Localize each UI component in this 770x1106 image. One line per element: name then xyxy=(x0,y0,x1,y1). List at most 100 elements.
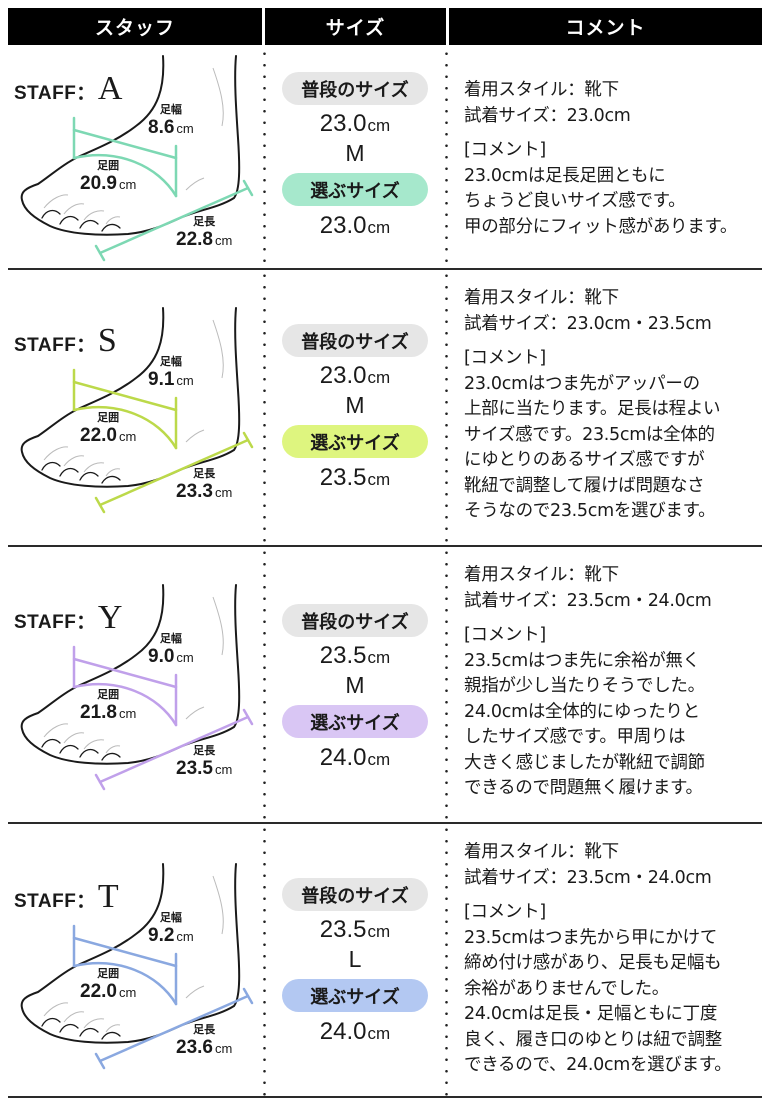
comment-line: 良く、履き口のゆとりは紐で調整 xyxy=(464,1029,722,1050)
foot-width-label: 足幅 xyxy=(159,104,182,116)
foot-girth-label: 足囲 xyxy=(97,968,120,980)
dotted-divider xyxy=(263,48,266,268)
normal-size-value: 23.0cm xyxy=(319,110,391,137)
row-separator xyxy=(8,1096,762,1098)
staff-prefix: STAFF： xyxy=(14,891,96,912)
tried-sizes: 試着サイズ：23.5cm・24.0cm xyxy=(464,590,712,611)
comment-heading: [コメント] xyxy=(464,348,546,368)
foot-width-value: 9.1 xyxy=(148,369,175,390)
wear-style: 着用スタイル：靴下 xyxy=(464,288,619,308)
normal-size-letter: M xyxy=(345,392,365,418)
comment-heading: [コメント] xyxy=(464,902,546,922)
wear-style: 着用スタイル：靴下 xyxy=(464,842,619,862)
normal-size-badge: 普段のサイズ xyxy=(282,72,428,105)
comment-line: 甲の部分にフィット感があります。 xyxy=(464,216,738,237)
row-separator xyxy=(8,822,762,824)
dotted-divider xyxy=(263,270,266,545)
chosen-size-badge: 選ぶサイズ xyxy=(282,425,428,458)
header-size: サイズ xyxy=(265,8,446,45)
staff-letter: T xyxy=(97,878,120,915)
header-staff: スタッフ xyxy=(8,8,262,45)
foot-girth-label: 足囲 xyxy=(97,689,120,701)
table-header: スタッフ サイズ コメント xyxy=(8,8,762,45)
chosen-size-badge: 選ぶサイズ xyxy=(282,979,428,1012)
normal-size-value: 23.0cm xyxy=(319,362,391,389)
foot-length-value: 22.8 xyxy=(176,229,213,250)
chosen-size-value: 24.0cm xyxy=(319,1018,391,1045)
foot-width-label: 足幅 xyxy=(159,633,182,645)
foot-width-value: 9.2 xyxy=(148,925,175,946)
row-separator xyxy=(8,268,762,270)
comment-heading: [コメント] xyxy=(464,140,546,160)
header-comment: コメント xyxy=(449,8,762,45)
comment-line: サイズ感です。23.5cmは全体的 xyxy=(464,424,715,445)
foot-girth-value: 20.9 xyxy=(80,173,117,194)
normal-size-letter: L xyxy=(348,946,362,972)
comment-line: 親指が少し当たりそうでした。 xyxy=(464,676,705,696)
comment-column: 着用スタイル：靴下 試着サイズ：23.5cm・24.0cm [コメント] 23.… xyxy=(464,563,762,838)
comment-line: 23.0cmは足長足囲ともに xyxy=(464,165,666,186)
normal-size-letter: M xyxy=(345,140,365,166)
comment-text: 23.5cmはつま先から甲にかけて締め付け感があり、足長も足幅も余裕がありません… xyxy=(464,926,762,1079)
staff-prefix: STAFF： xyxy=(14,612,96,633)
comment-line: 24.0cmは全体的にゆったりと xyxy=(464,701,700,722)
tried-sizes: 試着サイズ：23.0cm・23.5cm xyxy=(464,313,712,334)
staff-prefix: STAFF： xyxy=(14,335,96,356)
comment-line: 上部に当たります。足長は程よい xyxy=(464,399,721,419)
comment-text: 23.0cmは足長足囲ともにちょうど良いサイズ感です。甲の部分にフィット感があり… xyxy=(464,164,762,241)
staff-letter: Y xyxy=(97,599,123,636)
normal-size-badge: 普段のサイズ xyxy=(282,604,428,637)
foot-length-label: 足長 xyxy=(193,468,216,480)
staff-label: STAFF：T xyxy=(14,878,119,916)
comment-heading: [コメント] xyxy=(464,625,546,645)
tried-sizes: 試着サイズ：23.0cm xyxy=(464,105,631,126)
foot-width-value: 8.6 xyxy=(148,117,175,138)
staff-label: STAFF：S xyxy=(14,322,117,360)
comment-line: 23.5cmはつま先に余裕が無く xyxy=(464,650,700,671)
comment-line: そうなので23.5cmを選びます。 xyxy=(464,501,716,521)
size-column: 普段のサイズ 23.0cm M 選ぶサイズ 23.5cm xyxy=(270,300,440,575)
normal-size-badge: 普段のサイズ xyxy=(282,324,428,357)
foot-length-value: 23.3 xyxy=(176,481,213,502)
comment-line: 締め付け感があり、足長も足幅も xyxy=(464,953,722,973)
normal-size-badge: 普段のサイズ xyxy=(282,878,428,911)
comment-line: 余裕がありませんでした。 xyxy=(464,978,669,999)
staff-prefix: STAFF： xyxy=(14,83,96,104)
foot-length-label: 足長 xyxy=(193,745,216,757)
foot-width-label: 足幅 xyxy=(159,356,182,368)
comment-line: できるので、24.0cmを選びます。 xyxy=(464,1055,732,1075)
chosen-size-value: 24.0cm xyxy=(319,744,391,771)
foot-girth-value: 22.0 xyxy=(80,425,117,446)
chosen-size-badge: 選ぶサイズ xyxy=(282,173,428,206)
staff-label: STAFF：A xyxy=(14,70,123,108)
comment-line: 大きく感じましたが靴紐で調節 xyxy=(464,752,705,773)
row-separator xyxy=(8,545,762,547)
foot-girth-value: 21.8 xyxy=(80,702,117,723)
comment-column: 着用スタイル：靴下 試着サイズ：23.5cm・24.0cm [コメント] 23.… xyxy=(464,840,762,1106)
dotted-divider xyxy=(445,270,448,545)
foot-width-value: 9.0 xyxy=(148,646,175,667)
comment-line: にゆとりのあるサイズ感ですが xyxy=(464,450,705,470)
comment-line: 靴紐で調整して履けば問題なさ xyxy=(464,475,705,496)
foot-girth-label: 足囲 xyxy=(97,412,120,424)
foot-illustration-icon xyxy=(20,55,254,262)
comment-column: 着用スタイル：靴下 試着サイズ：23.0cm [コメント] 23.0cmは足長足… xyxy=(464,78,762,298)
comment-text: 23.0cmはつま先がアッパーの上部に当たります。足長は程よいサイズ感です。23… xyxy=(464,372,762,525)
wear-style: 着用スタイル：靴下 xyxy=(464,565,619,585)
comment-text: 23.5cmはつま先に余裕が無く親指が少し当たりそうでした。 24.0cmは全体的… xyxy=(464,649,762,802)
foot-illustration-icon xyxy=(20,863,254,1070)
chosen-size-value: 23.5cm xyxy=(319,464,391,491)
